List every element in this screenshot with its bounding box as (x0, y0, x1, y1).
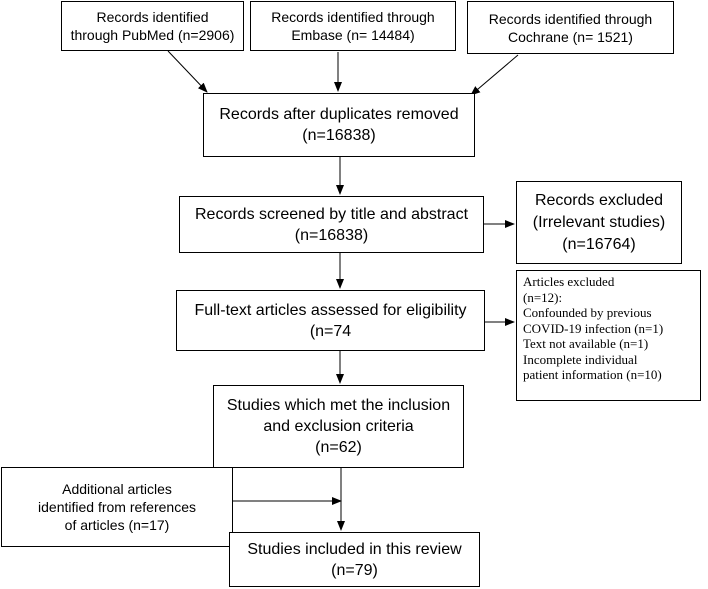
box-screened-text: Records screened by title and abstract (… (194, 205, 469, 244)
box-embase-text: Records identified through Embase (n= 14… (271, 9, 435, 43)
box-articles-excluded-text: Articles excluded (n=12): Confounded by … (523, 274, 664, 382)
box-after-duplicates: Records after duplicates removed (n=1683… (203, 93, 475, 157)
box-included: Studies included in this review (n=79) (229, 532, 480, 587)
box-additional-text: Additional articles identified from refe… (38, 481, 196, 533)
box-included-text: Studies included in this review (n=79) (247, 540, 462, 579)
arrow-cochrane-to-duplicates (470, 54, 519, 96)
box-embase: Records identified through Embase (n= 14… (250, 1, 456, 51)
box-full-text: Full-text articles assessed for eligibil… (176, 290, 485, 351)
box-pubmed-text: Records identified through PubMed (n=290… (70, 9, 235, 43)
box-screened: Records screened by title and abstract (… (179, 196, 484, 253)
box-cochrane-text: Records identified through Cochrane (n= … (488, 10, 653, 45)
arrow-pubmed-to-duplicates (167, 50, 208, 93)
box-records-excluded: Records excluded (Irrelevant studies) (n… (516, 181, 682, 264)
box-articles-excluded: Articles excluded (n=12): Confounded by … (516, 270, 701, 401)
box-pubmed: Records identified through PubMed (n=290… (61, 1, 244, 51)
box-cochrane: Records identified through Cochrane (n= … (467, 1, 674, 54)
box-met-criteria: Studies which met the inclusion and excl… (213, 385, 464, 468)
box-records-excluded-text: Records excluded (Irrelevant studies) (n… (532, 191, 666, 253)
box-full-text-text: Full-text articles assessed for eligibil… (194, 301, 467, 340)
box-additional: Additional articles identified from refe… (1, 467, 233, 547)
box-met-criteria-text: Studies which met the inclusion and excl… (226, 397, 451, 456)
box-after-duplicates-text: Records after duplicates removed (n=1683… (219, 106, 459, 144)
